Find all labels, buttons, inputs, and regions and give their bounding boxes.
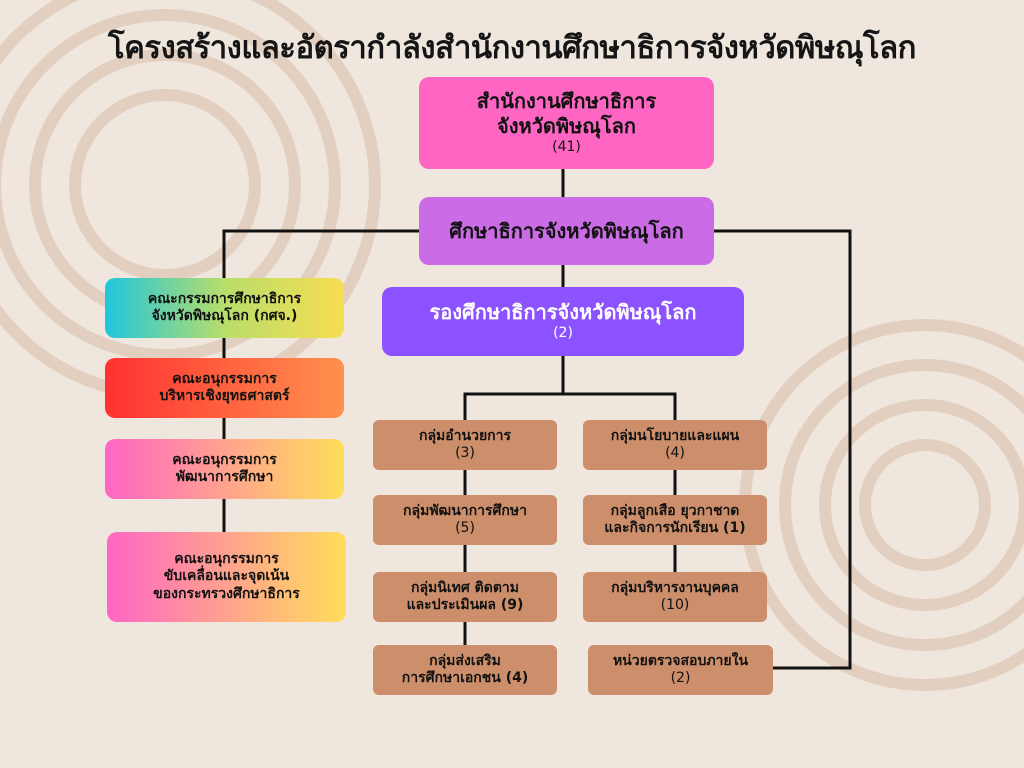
- group-name: กลุ่มส่งเสริม: [429, 652, 501, 669]
- group-name-line2: การศึกษาเอกชน (4): [401, 670, 529, 686]
- group-box: กลุ่มนิเทศ ติดตาม และประเมินผล (9): [373, 572, 557, 622]
- deputy-count: (2): [553, 325, 573, 342]
- group-box: กลุ่มอำนวยการ (3): [373, 420, 557, 470]
- subcommittee-box: คณะอนุกรรมการ ขับเคลื่อนและจุดเน้น ของกร…: [107, 532, 346, 622]
- office-name-line1: สำนักงานศึกษาธิการ: [476, 89, 657, 114]
- group-name: กลุ่มอำนวยการ: [418, 427, 512, 444]
- deputy-box: รองศึกษาธิการจังหวัดพิษณุโลก (2): [382, 287, 744, 356]
- group-box: กลุ่มบริหารงานบุคคล (10): [583, 572, 767, 622]
- group-count: (4): [665, 445, 685, 461]
- group-name: กลุ่มบริหารงานบุคคล: [611, 579, 739, 596]
- subcommittee-box: คณะอนุกรรมการ พัฒนาการศึกษา: [105, 439, 344, 499]
- group-name: กลุ่มนโยบายและแผน: [610, 427, 740, 444]
- group-box: กลุ่มนโยบายและแผน (4): [583, 420, 767, 470]
- committee-box: คณะกรรมการศึกษาธิการ จังหวัดพิษณุโลก (กศ…: [105, 278, 344, 338]
- group-name: หน่วยตรวจสอบภายใน: [612, 652, 749, 669]
- group-box: กลุ่มลูกเสือ ยุวกาชาด และกิจการนักเรียน …: [583, 495, 767, 545]
- deputy-label: รองศึกษาธิการจังหวัดพิษณุโลก: [429, 300, 697, 325]
- subcommittee-line2: บริหารเชิงยุทธศาสตร์: [159, 388, 290, 404]
- page-title: โครงสร้างและอัตรากำลังสำนักงานศึกษาธิการ…: [108, 30, 916, 66]
- director-label: ศึกษาธิการจังหวัดพิษณุโลก: [449, 218, 684, 243]
- group-name-line2: และกิจการนักเรียน (1): [604, 520, 746, 536]
- group-box: กลุ่มพัฒนาการศึกษา (5): [373, 495, 557, 545]
- office-name-line2: จังหวัดพิษณุโลก: [497, 114, 636, 139]
- subcommittee-box: คณะอนุกรรมการ บริหารเชิงยุทธศาสตร์: [105, 358, 344, 418]
- group-name: กลุ่มนิเทศ ติดตาม: [411, 579, 519, 596]
- director-box: ศึกษาธิการจังหวัดพิษณุโลก: [419, 197, 714, 265]
- office-box: สำนักงานศึกษาธิการ จังหวัดพิษณุโลก (41): [419, 77, 714, 169]
- subcommittee-line1: คณะอนุกรรมการ: [172, 370, 277, 387]
- audit-unit-box: หน่วยตรวจสอบภายใน (2): [588, 645, 773, 695]
- group-count: (2): [670, 670, 691, 686]
- office-count: (41): [552, 139, 581, 156]
- group-count: (3): [455, 445, 475, 461]
- subcommittee-line1: คณะอนุกรรมการ: [172, 451, 277, 468]
- committee-line2: จังหวัดพิษณุโลก (กศจ.): [151, 308, 298, 324]
- subcommittee-line3: ของกระทรวงศึกษาธิการ: [153, 585, 300, 602]
- subcommittee-line2: พัฒนาการศึกษา: [175, 469, 274, 485]
- group-name: กลุ่มลูกเสือ ยุวกาชาด: [610, 502, 740, 519]
- group-name: กลุ่มพัฒนาการศึกษา: [403, 502, 527, 519]
- group-name-line2: และประเมินผล (9): [406, 597, 524, 613]
- subcommittee-line2: ขับเคลื่อนและจุดเน้น: [163, 568, 290, 585]
- subcommittee-line1: คณะอนุกรรมการ: [174, 550, 279, 567]
- group-count: (10): [660, 597, 690, 613]
- group-count: (5): [455, 520, 475, 536]
- committee-line1: คณะกรรมการศึกษาธิการ: [147, 290, 302, 307]
- group-box: กลุ่มส่งเสริม การศึกษาเอกชน (4): [373, 645, 557, 695]
